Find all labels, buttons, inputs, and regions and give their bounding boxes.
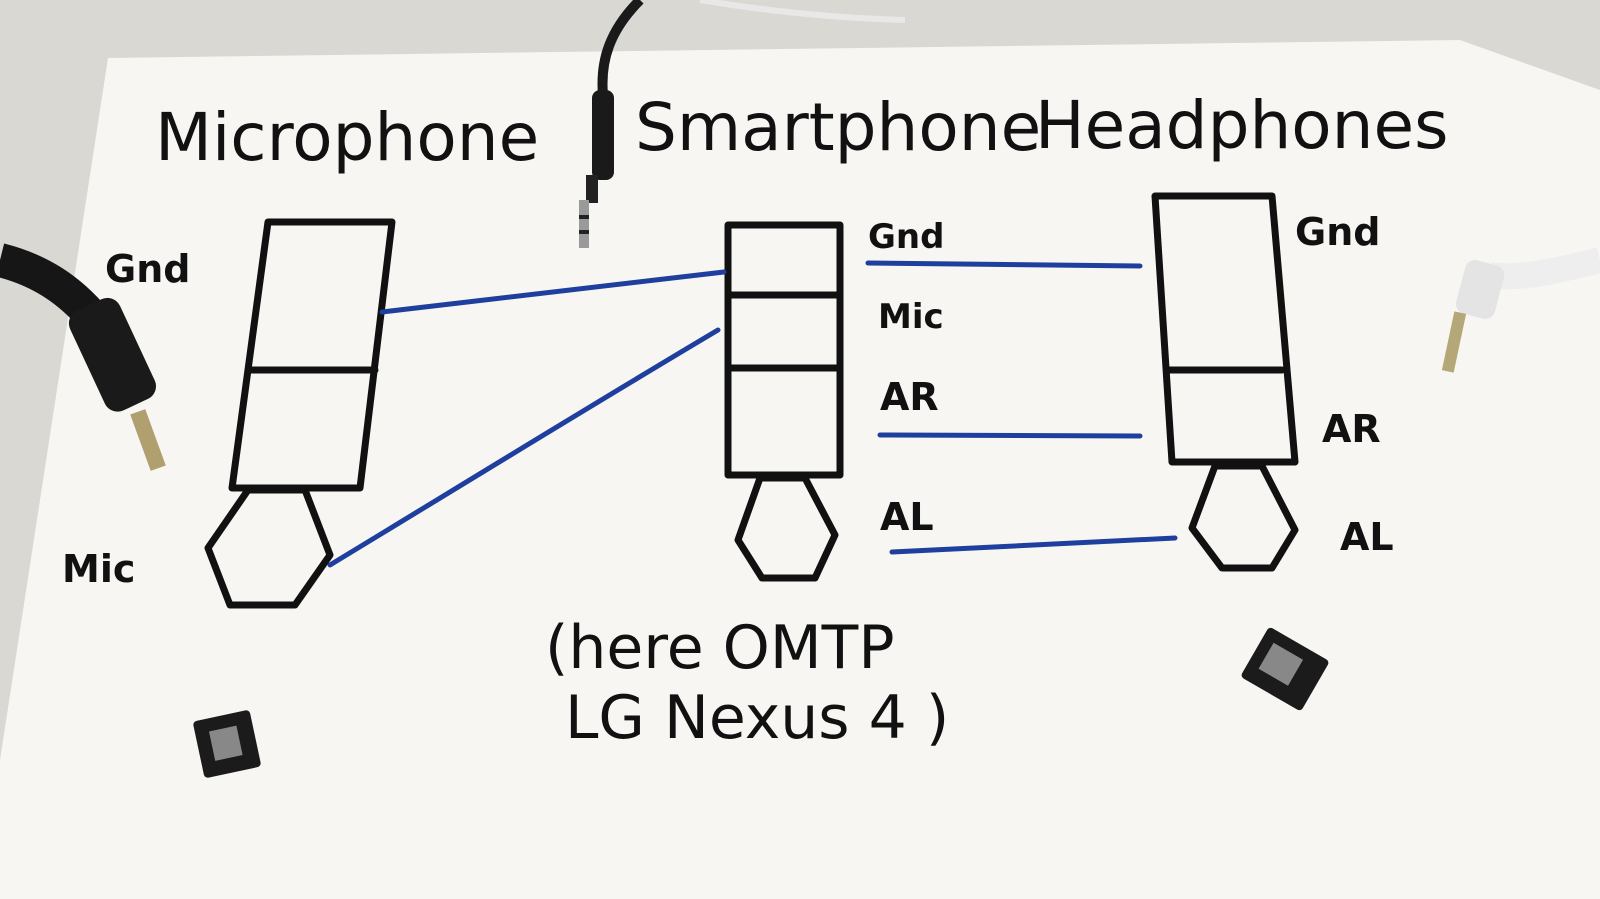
audio-jack-right [1241, 627, 1329, 711]
note-line-2: LG Nexus 4 ) [565, 683, 949, 753]
headphone-cable-plug [1441, 247, 1600, 373]
smartphone-cable-plug [579, 0, 906, 248]
smartphone-heading: Smartphone [635, 89, 1041, 166]
mic-gnd-label: Gnd [105, 247, 190, 291]
wire-phone-al-to-hp [889, 535, 1178, 555]
wire-gnd-mic-to-phone [379, 269, 727, 315]
note-line-1: (here OMTP [545, 613, 895, 683]
phone-ar-label: AR [880, 375, 939, 419]
smartphone-plug-drawing [724, 221, 844, 582]
wire-phone-ar-to-hp [877, 432, 1143, 439]
hp-ar-label: AR [1322, 407, 1381, 451]
wire-phone-gnd-to-hp [865, 260, 1143, 269]
phone-al-label: AL [880, 495, 934, 539]
mic-mic-label: Mic [62, 547, 135, 591]
phone-mic-label: Mic [878, 297, 944, 337]
wire-mic-to-phone-mic [327, 327, 721, 568]
audio-jack-left [193, 710, 261, 778]
hp-gnd-label: Gnd [1295, 210, 1380, 254]
microphone-cable-plug [0, 243, 166, 471]
paper-sheet [0, 40, 1600, 899]
headphones-heading: Headphones [1035, 87, 1449, 164]
hp-al-label: AL [1340, 515, 1394, 559]
headphones-plug-drawing [1151, 192, 1299, 572]
microphone-plug-drawing [204, 218, 396, 609]
microphone-heading: Microphone [155, 99, 539, 176]
phone-gnd-label: Gnd [868, 217, 944, 257]
wires [327, 260, 1178, 568]
